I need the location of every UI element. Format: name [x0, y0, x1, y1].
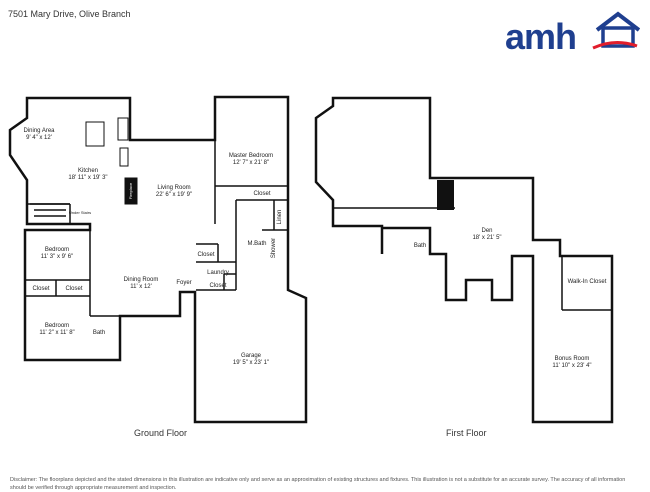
room-closet-foyer: Closet: [197, 252, 214, 258]
floorplan: Dining Area 9' 4" x 12' Kitchen 18' 11" …: [8, 95, 614, 424]
room-master-bedroom-name: Master Bedroom: [229, 153, 273, 159]
first-floor-walls: [314, 96, 614, 424]
room-laundry: Laundry: [207, 270, 229, 276]
chimney: [437, 180, 454, 210]
room-kitchen-dims: 18' 11" x 19' 3": [68, 175, 107, 181]
first-floor-interior: [333, 207, 612, 311]
room-walk-in-closet: Walk-In Closet: [568, 279, 607, 285]
kitchen-fixtures: [85, 117, 138, 205]
first-floor-label: First Floor: [446, 428, 487, 438]
room-closet-2: Closet: [65, 286, 82, 292]
disclaimer-text: Disclaimer: The floorplans depicted and …: [10, 477, 626, 491]
room-den-dims: 18' x 21' 5": [472, 235, 501, 241]
room-closet-laundry: Closet: [209, 283, 226, 289]
ground-floor-stairs: [30, 203, 70, 217]
room-dining-area-dims: 9' 4" x 12': [26, 135, 52, 141]
amh-logo: amh: [505, 8, 641, 57]
room-closet-master: Closet: [253, 191, 270, 197]
room-foyer: Foyer: [176, 280, 191, 286]
room-shower: Shower: [271, 238, 277, 258]
room-kitchen-name: Kitchen: [78, 168, 98, 174]
room-bath-first: Bath: [414, 243, 426, 249]
ground-floor-interior: [25, 140, 288, 317]
room-bath: Bath: [93, 330, 105, 336]
room-master-bath: M.Bath: [247, 241, 266, 247]
room-bedroom-2-name: Bedroom: [45, 323, 69, 329]
room-dining-area-name: Dining Area: [23, 128, 55, 134]
room-bonus-dims: 11' 10" x 23' 4": [552, 363, 591, 369]
room-living-dims: 22' 6" x 19' 9": [156, 192, 192, 198]
room-dining-room-dims: 11' x 12': [130, 284, 152, 290]
ground-floor-walls: [8, 95, 308, 424]
room-garage-dims: 19' 5" x 23' 1": [233, 360, 269, 366]
ground-floor-label: Ground Floor: [134, 428, 188, 438]
fireplace-label: Fireplace: [128, 182, 133, 199]
room-bedroom-1-dims: 11' 3" x 9' 6": [41, 254, 73, 260]
under-stairs-label: Under Stairs: [69, 210, 91, 215]
property-address: 7501 Mary Drive, Olive Branch: [8, 9, 131, 19]
room-master-bedroom-dims: 12' 7" x 21' 8": [233, 160, 269, 166]
room-dining-room-name: Dining Room: [124, 277, 159, 283]
house-roof-icon: [592, 11, 641, 50]
room-garage-name: Garage: [241, 353, 262, 359]
room-closet-1: Closet: [32, 286, 49, 292]
room-den-name: Den: [481, 228, 492, 234]
room-bedroom-1-name: Bedroom: [45, 247, 69, 253]
room-linen: Linen: [277, 210, 283, 225]
logo-text: amh: [505, 16, 577, 57]
room-bonus-name: Bonus Room: [555, 356, 590, 362]
room-living-name: Living Room: [157, 185, 190, 191]
room-bedroom-2-dims: 11' 2" x 11' 8": [39, 330, 74, 336]
